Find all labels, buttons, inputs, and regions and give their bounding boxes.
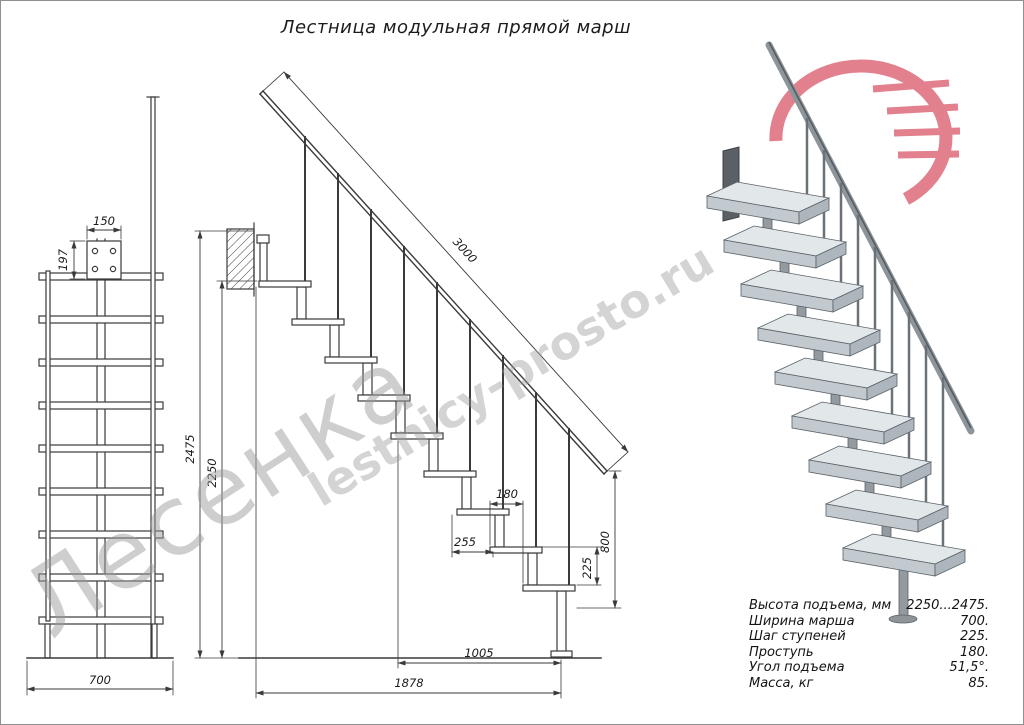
front-view-drawing: 150 197 700 [26, 96, 174, 696]
dim-tread-depth: 180 [489, 487, 524, 584]
handrail [259, 90, 608, 475]
support-foot-3d [888, 614, 918, 624]
dim-post-height: 197 [56, 240, 86, 280]
spec-value: 2250...2475. [906, 598, 989, 613]
staircase-3d [705, 181, 967, 624]
dim-label-255: 255 [454, 535, 476, 549]
dim-module-length: 255 [451, 514, 494, 558]
dim-label-700: 700 [89, 673, 111, 687]
spec-label: Шаг ступеней [749, 629, 846, 644]
handrail-3d [765, 41, 975, 435]
spec-value: 180. [960, 644, 989, 660]
dim-total-run: 1878 [255, 286, 562, 699]
dim-label-150: 150 [93, 214, 115, 228]
spec-row-height: Высота подъема, мм 2250...2475. [749, 598, 989, 614]
spec-value: 225. [960, 629, 989, 644]
spec-value: 51,5°. [949, 660, 989, 675]
spec-row-width: Ширина марша 700. [749, 614, 989, 630]
dim-label-197: 197 [56, 248, 70, 271]
side-view-drawing: 3000 2475 2250 180 [183, 71, 629, 699]
render-3d-view [705, 41, 975, 624]
dim-height-clear: 2250 [205, 280, 258, 659]
wall-hatch [226, 228, 255, 290]
balusters-3d [805, 118, 945, 552]
spec-row-mass: Масса, кг 85. [749, 676, 989, 692]
dim-label-180: 180 [496, 487, 518, 501]
drawing-title: Лестница модульная прямой марш [280, 17, 632, 38]
dim-lower-height: 800 [576, 470, 622, 609]
spec-label: Ширина марша [749, 613, 855, 629]
spec-label: Проступь [749, 644, 814, 660]
dim-label-1878: 1878 [394, 676, 423, 690]
logo-swoosh-icon [769, 59, 961, 205]
dim-march-width: 700 [26, 660, 174, 696]
dim-label-3000: 3000 [450, 235, 480, 266]
side-treads [258, 280, 576, 592]
spec-row-tread: Проступь 180. [749, 645, 989, 661]
dim-stringer-length: 3000 [262, 71, 629, 472]
wall-anchor [256, 234, 270, 282]
spec-row-step: Шаг ступеней 225. [749, 629, 989, 645]
mount-plate [86, 240, 122, 280]
dim-label-2475: 2475 [183, 434, 197, 463]
dim-rise: 225 [541, 546, 602, 586]
spec-label: Угол подъема [749, 660, 845, 675]
spec-row-angle: Угол подъема 51,5°. [749, 660, 989, 676]
spec-value: 85. [968, 675, 989, 691]
dim-label-2250: 2250 [205, 458, 219, 487]
spec-label: Масса, кг [749, 675, 814, 691]
spec-table: Высота подъема, мм 2250...2475. Ширина м… [749, 598, 989, 691]
dim-height-max: 2475 [183, 230, 255, 659]
dim-label-1005: 1005 [464, 646, 493, 660]
spec-value: 700. [960, 613, 989, 629]
front-steps [38, 272, 164, 625]
dim-post-width: 150 [86, 214, 122, 240]
dim-label-800: 800 [598, 531, 612, 553]
dim-label-225: 225 [580, 557, 594, 579]
spec-label: Высота подъема, мм [749, 598, 892, 613]
